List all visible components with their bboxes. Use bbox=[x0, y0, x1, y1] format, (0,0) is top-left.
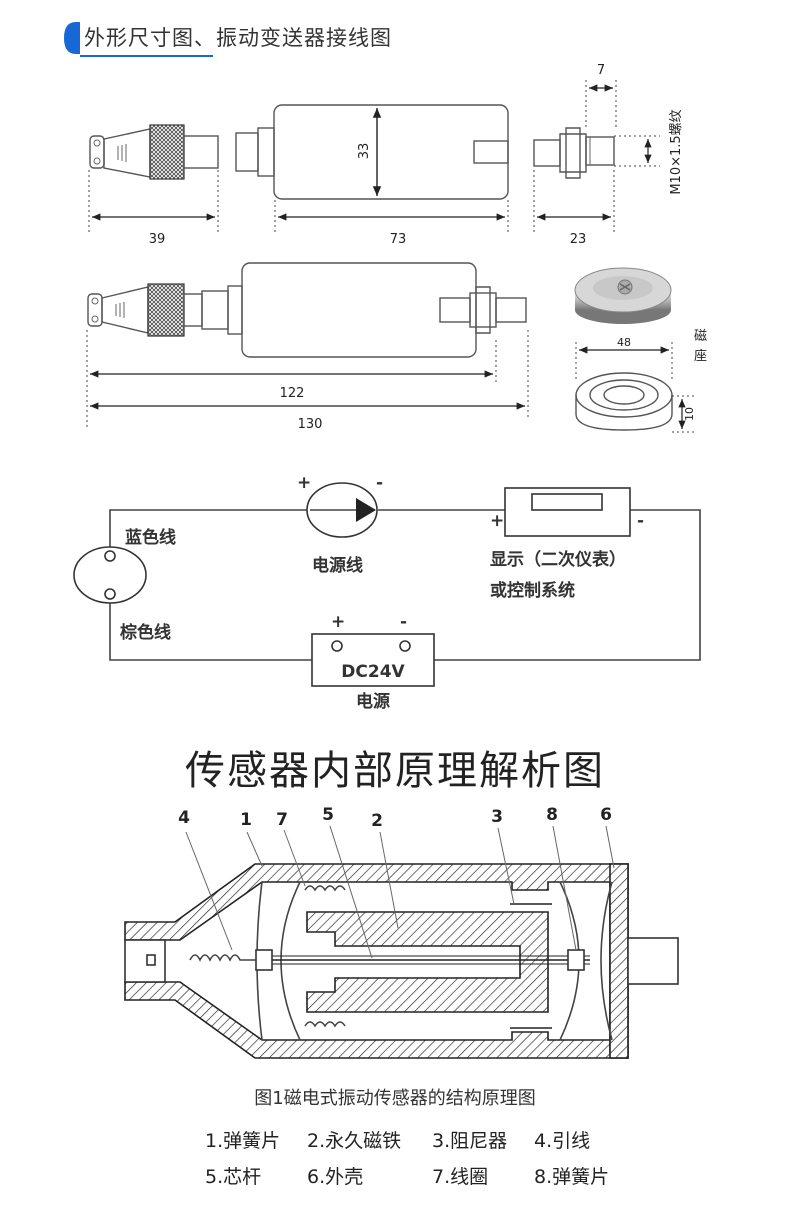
legend-row-1: 1.弹簧片 2.永久磁铁 3.阻尼器 4.引线 bbox=[205, 1126, 590, 1153]
permanent-magnet bbox=[306, 911, 549, 1013]
transmitter-body-top bbox=[235, 104, 509, 200]
legend-item: 1.弹簧片 bbox=[205, 1130, 281, 1152]
dc-plus: + bbox=[331, 612, 345, 632]
display-plus: + bbox=[490, 511, 504, 531]
cutaway-number-4: 4 bbox=[178, 808, 190, 828]
legend-item: 5.芯杆 bbox=[205, 1166, 262, 1188]
housing-right-wall bbox=[609, 863, 629, 1059]
dim-10: 10 bbox=[683, 407, 696, 421]
legend-item: 2.永久磁铁 bbox=[307, 1130, 402, 1152]
header-accent-bar bbox=[64, 22, 213, 57]
cutaway-number-8: 8 bbox=[546, 805, 558, 825]
coil-bottom bbox=[304, 1021, 346, 1028]
source-plus: + bbox=[297, 473, 311, 493]
section-title: 传感器内部原理解析图 bbox=[185, 748, 605, 794]
dim-130: 130 bbox=[298, 417, 323, 432]
legend-item: 6.外壳 bbox=[307, 1166, 364, 1188]
wiring-diagram bbox=[73, 482, 701, 687]
power-line-label: 电源线 bbox=[312, 555, 363, 576]
blue-wire-label: 蓝色线 bbox=[125, 527, 176, 548]
dim-7: 7 bbox=[597, 63, 605, 78]
legend-item: 4.引线 bbox=[534, 1130, 591, 1152]
spring-plate-left bbox=[280, 881, 301, 1041]
legend-item: 7.线圈 bbox=[432, 1166, 489, 1188]
header-title: 外形尺寸图、振动变送器接线图 bbox=[84, 26, 392, 50]
connector-drawing-top bbox=[89, 124, 219, 180]
sensor-connector-symbol bbox=[73, 546, 147, 604]
display-label-2: 或控制系统 bbox=[490, 580, 575, 601]
legend-item: 8.弹簧片 bbox=[534, 1166, 610, 1188]
assembly-dimension-lines bbox=[86, 330, 529, 430]
dim-39: 39 bbox=[149, 232, 166, 247]
cutaway-number-2: 2 bbox=[371, 811, 383, 831]
magnet-label-bottom: 座 bbox=[694, 349, 707, 364]
dim-33: 33 bbox=[357, 143, 372, 160]
cutaway-number-1: 1 bbox=[240, 810, 252, 830]
power-label: 电源 bbox=[356, 691, 390, 712]
dim-23: 23 bbox=[570, 232, 587, 247]
sensor-cutaway bbox=[124, 825, 679, 1059]
magnet-label-top: 磁 bbox=[694, 329, 707, 344]
dc-minus: - bbox=[400, 612, 407, 632]
dim-73: 73 bbox=[390, 232, 407, 247]
assembly-drawing bbox=[87, 262, 527, 358]
dim-48: 48 bbox=[617, 336, 631, 349]
magnet-base-drawing bbox=[575, 342, 696, 433]
display-minus: - bbox=[637, 511, 644, 531]
legend-item: 3.阻尼器 bbox=[432, 1130, 508, 1152]
source-minus: - bbox=[376, 473, 383, 493]
cutaway-number-7: 7 bbox=[276, 810, 288, 830]
cutaway-number-5: 5 bbox=[322, 805, 334, 825]
dim-122: 122 bbox=[280, 386, 305, 401]
figure-caption: 图1磁电式振动传感器的结构原理图 bbox=[254, 1088, 536, 1109]
coil-top bbox=[304, 885, 346, 892]
display-label-1: 显示（二次仪表） bbox=[490, 549, 626, 570]
stud-drawing-top bbox=[533, 80, 660, 179]
cutaway-number-3: 3 bbox=[491, 807, 503, 827]
dc-voltage-label: DC24V bbox=[341, 662, 405, 682]
cutaway-number-6: 6 bbox=[600, 805, 612, 825]
thread-spec: M10×1.5螺纹 bbox=[669, 109, 684, 194]
housing-top bbox=[124, 863, 629, 1053]
legend-row-2: 5.芯杆 6.外壳 7.线圈 8.弹簧片 bbox=[205, 1162, 609, 1189]
top-dimension-lines bbox=[88, 170, 615, 232]
brown-wire-label: 棕色线 bbox=[120, 622, 171, 643]
magnet-base-photo bbox=[574, 267, 672, 324]
lead-wire bbox=[189, 954, 256, 962]
